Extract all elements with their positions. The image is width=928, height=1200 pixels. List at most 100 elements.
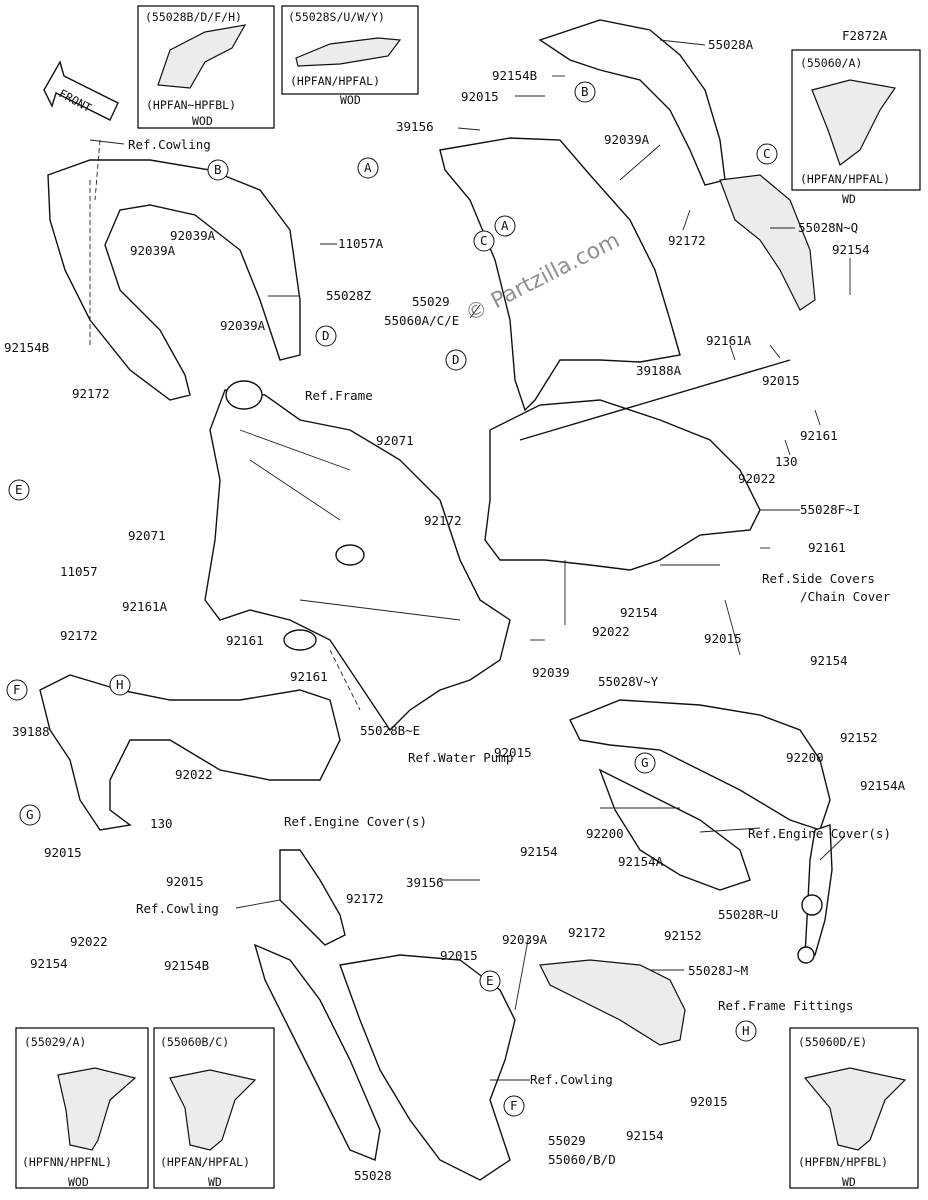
label-92172: 92172 bbox=[668, 233, 706, 248]
label-39188a: 39188A bbox=[636, 363, 682, 378]
inset-code: (55029/A) bbox=[24, 1035, 86, 1049]
label-130: 130 bbox=[775, 454, 798, 469]
lower-fairing-left bbox=[39, 674, 341, 831]
label-92039a: 92039A bbox=[130, 243, 176, 258]
label-92015: 92015 bbox=[461, 89, 499, 104]
label-92172: 92172 bbox=[72, 386, 110, 401]
label-92161: 92161 bbox=[800, 428, 838, 443]
main-side-cowling bbox=[439, 137, 681, 412]
label-92039: 92039 bbox=[532, 665, 570, 680]
callout-letters: A A B B C C D D E E F F G G H H bbox=[6, 81, 778, 1117]
callout-e: E bbox=[486, 973, 494, 988]
frame bbox=[204, 380, 511, 732]
label-92015: 92015 bbox=[494, 745, 532, 760]
label-ref-side-covers: Ref.Side Covers bbox=[762, 571, 875, 586]
label-55028r-u: 55028R~U bbox=[718, 907, 778, 922]
label-92022: 92022 bbox=[738, 471, 776, 486]
label-92022: 92022 bbox=[175, 767, 213, 782]
label-92015: 92015 bbox=[690, 1094, 728, 1109]
label-55028v-y: 55028V~Y bbox=[598, 674, 659, 689]
label-92154b: 92154B bbox=[492, 68, 537, 83]
label-92015: 92015 bbox=[44, 845, 82, 860]
frame-fitting-bracket bbox=[804, 824, 833, 956]
inset-box-55029a: (55029/A) (HPFNN/HPFNL) WOD bbox=[15, 1027, 149, 1189]
panel-55028j bbox=[539, 959, 686, 1046]
label-ref-cowling: Ref.Cowling bbox=[128, 137, 211, 152]
callout-c: C bbox=[763, 146, 771, 161]
label-92015: 92015 bbox=[440, 948, 478, 963]
inset-models: (HPFAN/HPFAL) bbox=[290, 74, 380, 88]
label-55028a: 55028A bbox=[708, 37, 754, 52]
inset-models: (HPFNN/HPFNL) bbox=[22, 1155, 112, 1169]
cowling-bracket-lower bbox=[279, 849, 346, 946]
label-55028: 55028 bbox=[354, 1168, 392, 1183]
label-92172: 92172 bbox=[60, 628, 98, 643]
label-55028b-e: 55028B~E bbox=[360, 723, 420, 738]
label-55028j-m: 55028J~M bbox=[688, 963, 748, 978]
label-92022: 92022 bbox=[592, 624, 630, 639]
inset-box-55028b: (55028B/D/F/H) (HPFAN~HPFBL) WOD bbox=[137, 5, 275, 129]
side-cowling-upper-left bbox=[47, 159, 301, 401]
label-ref-cowling: Ref.Cowling bbox=[530, 1072, 613, 1087]
label-92161: 92161 bbox=[226, 633, 264, 648]
label-92154: 92154 bbox=[810, 653, 848, 668]
inner-panel-55028n bbox=[719, 174, 816, 311]
label-92154: 92154 bbox=[30, 956, 68, 971]
label-92154: 92154 bbox=[520, 844, 558, 859]
label-92154b: 92154B bbox=[164, 958, 209, 973]
label-92154: 92154 bbox=[832, 242, 870, 257]
label-92015: 92015 bbox=[704, 631, 742, 646]
inset-region: WOD bbox=[340, 93, 361, 107]
label-92172: 92172 bbox=[424, 513, 462, 528]
inset-models: (HPFAN~HPFBL) bbox=[146, 98, 236, 112]
label-55060a-c-e: 55060A/C/E bbox=[384, 313, 459, 328]
label-92015: 92015 bbox=[762, 373, 800, 388]
label-55060-b-d: 55060/B/D bbox=[548, 1152, 616, 1167]
callout-b: B bbox=[214, 162, 222, 177]
label-92071: 92071 bbox=[128, 528, 166, 543]
inset-models: (HPFAN/HPFAL) bbox=[160, 1155, 250, 1169]
label-92071: 92071 bbox=[376, 433, 414, 448]
callout-h: H bbox=[116, 677, 124, 692]
label-55028z: 55028Z bbox=[326, 288, 372, 303]
label-92172: 92172 bbox=[346, 891, 384, 906]
label-55028f-i: 55028F~I bbox=[800, 502, 860, 517]
inset-region: WOD bbox=[68, 1175, 89, 1189]
label-92154a: 92154A bbox=[618, 854, 664, 869]
label-55029: 55029 bbox=[412, 294, 450, 309]
label-92039a: 92039A bbox=[220, 318, 266, 333]
callout-g: G bbox=[641, 755, 649, 770]
callout-c: C bbox=[480, 233, 488, 248]
inset-region: WOD bbox=[192, 114, 213, 128]
lower-cowling-55028 bbox=[253, 943, 381, 1161]
inset-region: WD bbox=[842, 192, 856, 206]
inset-code: (55028S/U/W/Y) bbox=[288, 10, 385, 24]
label-92161a: 92161A bbox=[122, 599, 168, 614]
callout-h: H bbox=[742, 1023, 750, 1038]
label-92152: 92152 bbox=[664, 928, 702, 943]
label-92039a: 92039A bbox=[170, 228, 216, 243]
label-92154: 92154 bbox=[626, 1128, 664, 1143]
inset-code: (55060D/E) bbox=[798, 1035, 867, 1049]
mid-cover-55028f bbox=[484, 399, 761, 571]
callout-f: F bbox=[510, 1098, 518, 1113]
label-39156: 39156 bbox=[406, 875, 444, 890]
inset-code: (55060/A) bbox=[800, 56, 862, 70]
callout-a: A bbox=[501, 218, 509, 233]
callout-a: A bbox=[364, 160, 372, 175]
label-92200: 92200 bbox=[786, 750, 824, 765]
inset-code: (55028B/D/F/H) bbox=[145, 10, 242, 24]
inset-box-55028s: (55028S/U/W/Y) (HPFAN/HPFAL) WOD bbox=[281, 5, 419, 107]
callout-f: F bbox=[13, 682, 21, 697]
front-arrow: FRONT bbox=[43, 60, 119, 121]
inset-box-55060bc: (55060B/C) (HPFAN/HPFAL) WD bbox=[153, 1027, 275, 1189]
label-92039a: 92039A bbox=[502, 932, 548, 947]
lower-main-cowling bbox=[339, 954, 516, 1181]
label-11057: 11057 bbox=[60, 564, 98, 579]
label-92015: 92015 bbox=[166, 874, 204, 889]
label-92039a: 92039A bbox=[604, 132, 650, 147]
part-labels: 55028A 92154B 92015 39156 92039A 55028N~… bbox=[4, 37, 906, 1183]
label-92161a: 92161A bbox=[706, 333, 752, 348]
label-92161: 92161 bbox=[808, 540, 846, 555]
